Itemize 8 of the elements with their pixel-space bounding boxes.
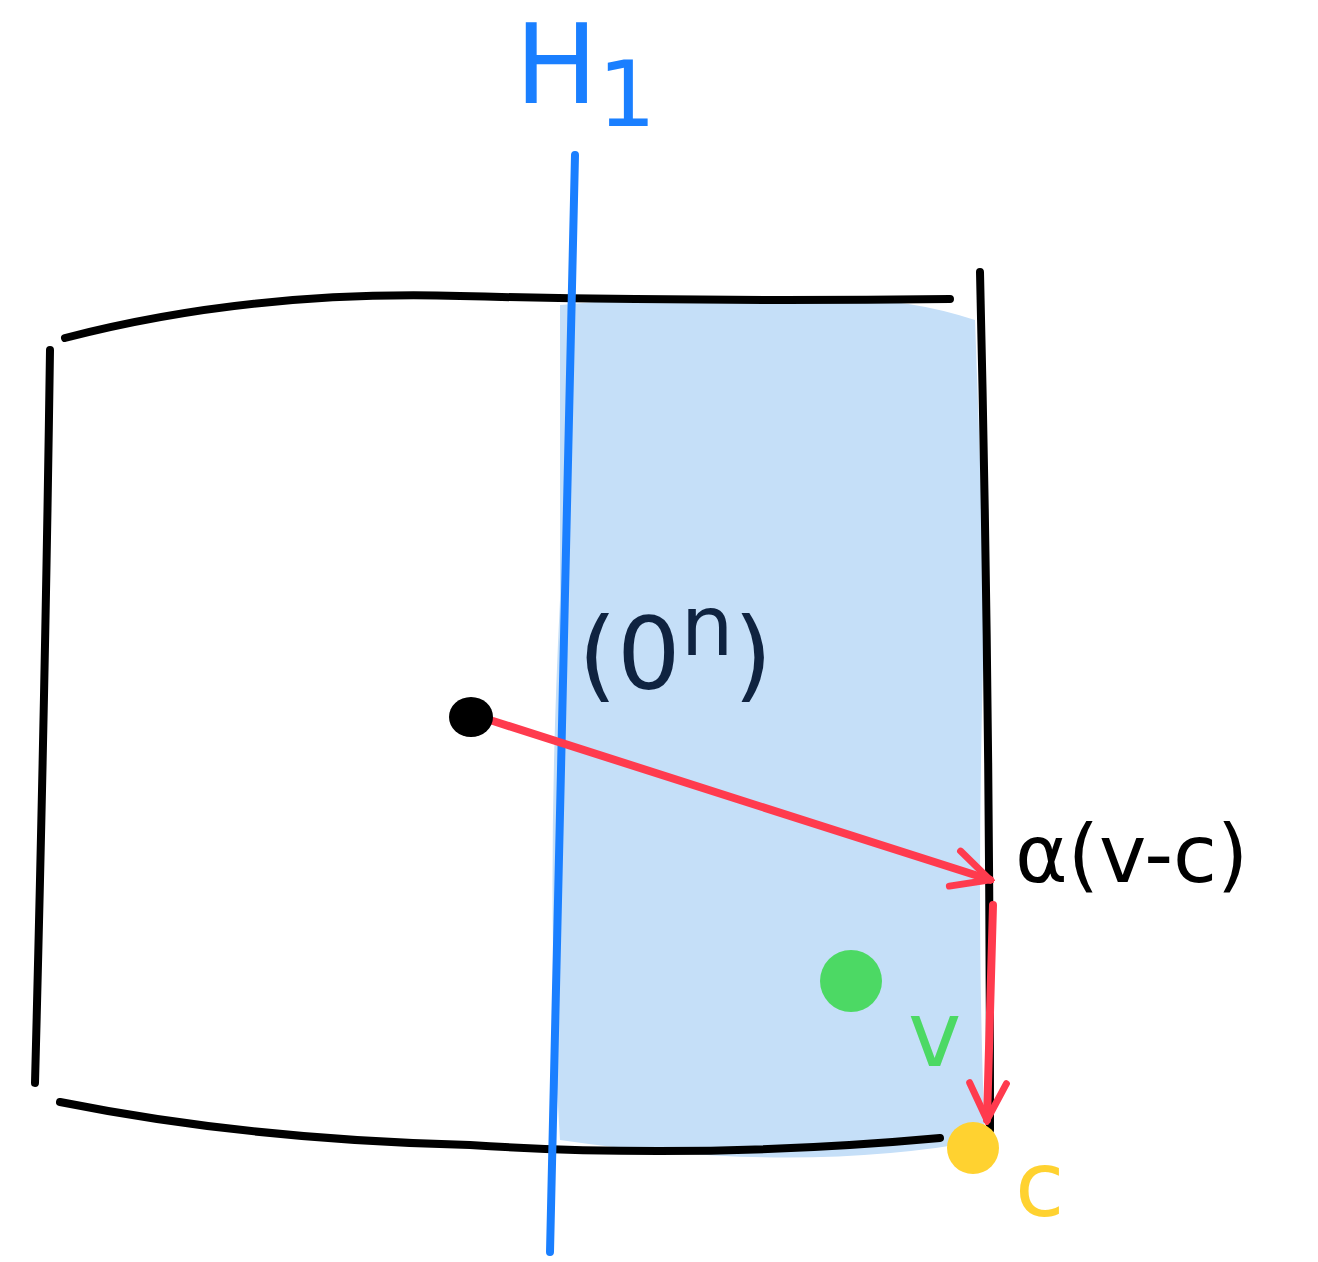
math-label: H$_{1}$ — [515, 10, 657, 141]
point-marker — [449, 697, 493, 737]
math-label: (0$^{n}$) — [578, 585, 773, 706]
arrow — [489, 717, 994, 890]
point-label: α(v-c) — [1015, 815, 1249, 895]
point-label: c — [1015, 1140, 1065, 1230]
arrow — [966, 901, 1010, 1124]
point-label: v — [908, 990, 962, 1080]
